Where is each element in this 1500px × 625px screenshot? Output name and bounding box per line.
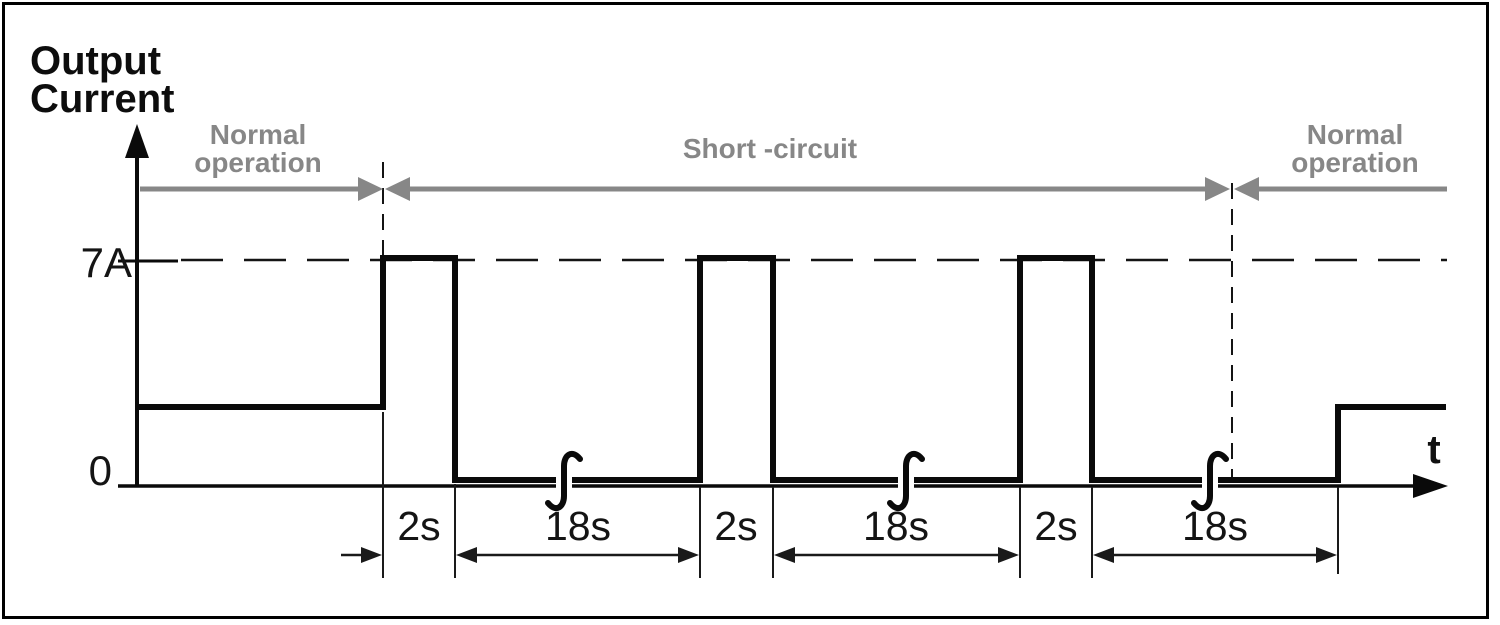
- region-left-line1: Normal: [209, 119, 307, 150]
- chart-title-line2: Current: [30, 77, 175, 121]
- dimension-arrow-icon: [1093, 547, 1114, 563]
- time-label-18s: 18s: [1181, 503, 1249, 549]
- arrow-left-icon: [1234, 177, 1259, 201]
- x-axis-arrow-icon: [1413, 474, 1448, 498]
- time-label-2s: 2s: [1034, 503, 1078, 549]
- chart-title-line1: Output: [30, 39, 162, 83]
- dimension-arrow-icon: [998, 547, 1019, 563]
- y-tick-label-7a: 7A: [80, 239, 132, 286]
- dimension-extension-lines: [382, 412, 1339, 578]
- chart-title: Output Current: [30, 39, 175, 121]
- arrow-left-icon: [385, 177, 410, 201]
- time-label-18s: 18s: [862, 503, 930, 549]
- break-squiggle-icon: [887, 450, 925, 512]
- y-tick-label-0: 0: [88, 447, 112, 494]
- region-label-short-circuit: Short -circuit: [682, 133, 858, 164]
- x-axis-label-t: t: [1427, 428, 1441, 472]
- arrow-right-icon: [1205, 177, 1230, 201]
- arrow-right-icon: [358, 177, 383, 201]
- axis-break-marks: [545, 450, 1229, 512]
- y-axis-arrow-icon: [125, 124, 149, 158]
- time-label-2s: 2s: [397, 503, 441, 549]
- y-axis: [118, 124, 178, 486]
- dimension-lines: [341, 547, 1337, 563]
- output-current-trace: [137, 255, 1446, 483]
- time-label-18s: 18s: [544, 503, 612, 549]
- region-right-line1: Normal: [1306, 119, 1404, 150]
- figure-border: [2, 2, 1489, 619]
- region-label-normal-left: Normal operation: [155, 121, 361, 177]
- dimension-arrow-icon: [774, 547, 795, 563]
- break-squiggle-icon: [545, 450, 583, 512]
- dimension-arrow-icon: [678, 547, 699, 563]
- region-right-line2: operation: [1291, 147, 1419, 178]
- region-left-line2: operation: [194, 147, 322, 178]
- region-label-normal-right: Normal operation: [1252, 121, 1458, 177]
- dimension-arrow-icon: [456, 547, 477, 563]
- time-label-2s: 2s: [714, 503, 758, 549]
- dimension-arrow-icon: [361, 547, 382, 563]
- region-arrows: [140, 177, 1447, 201]
- dimension-arrow-icon: [1316, 547, 1337, 563]
- break-squiggle-icon: [1191, 450, 1229, 512]
